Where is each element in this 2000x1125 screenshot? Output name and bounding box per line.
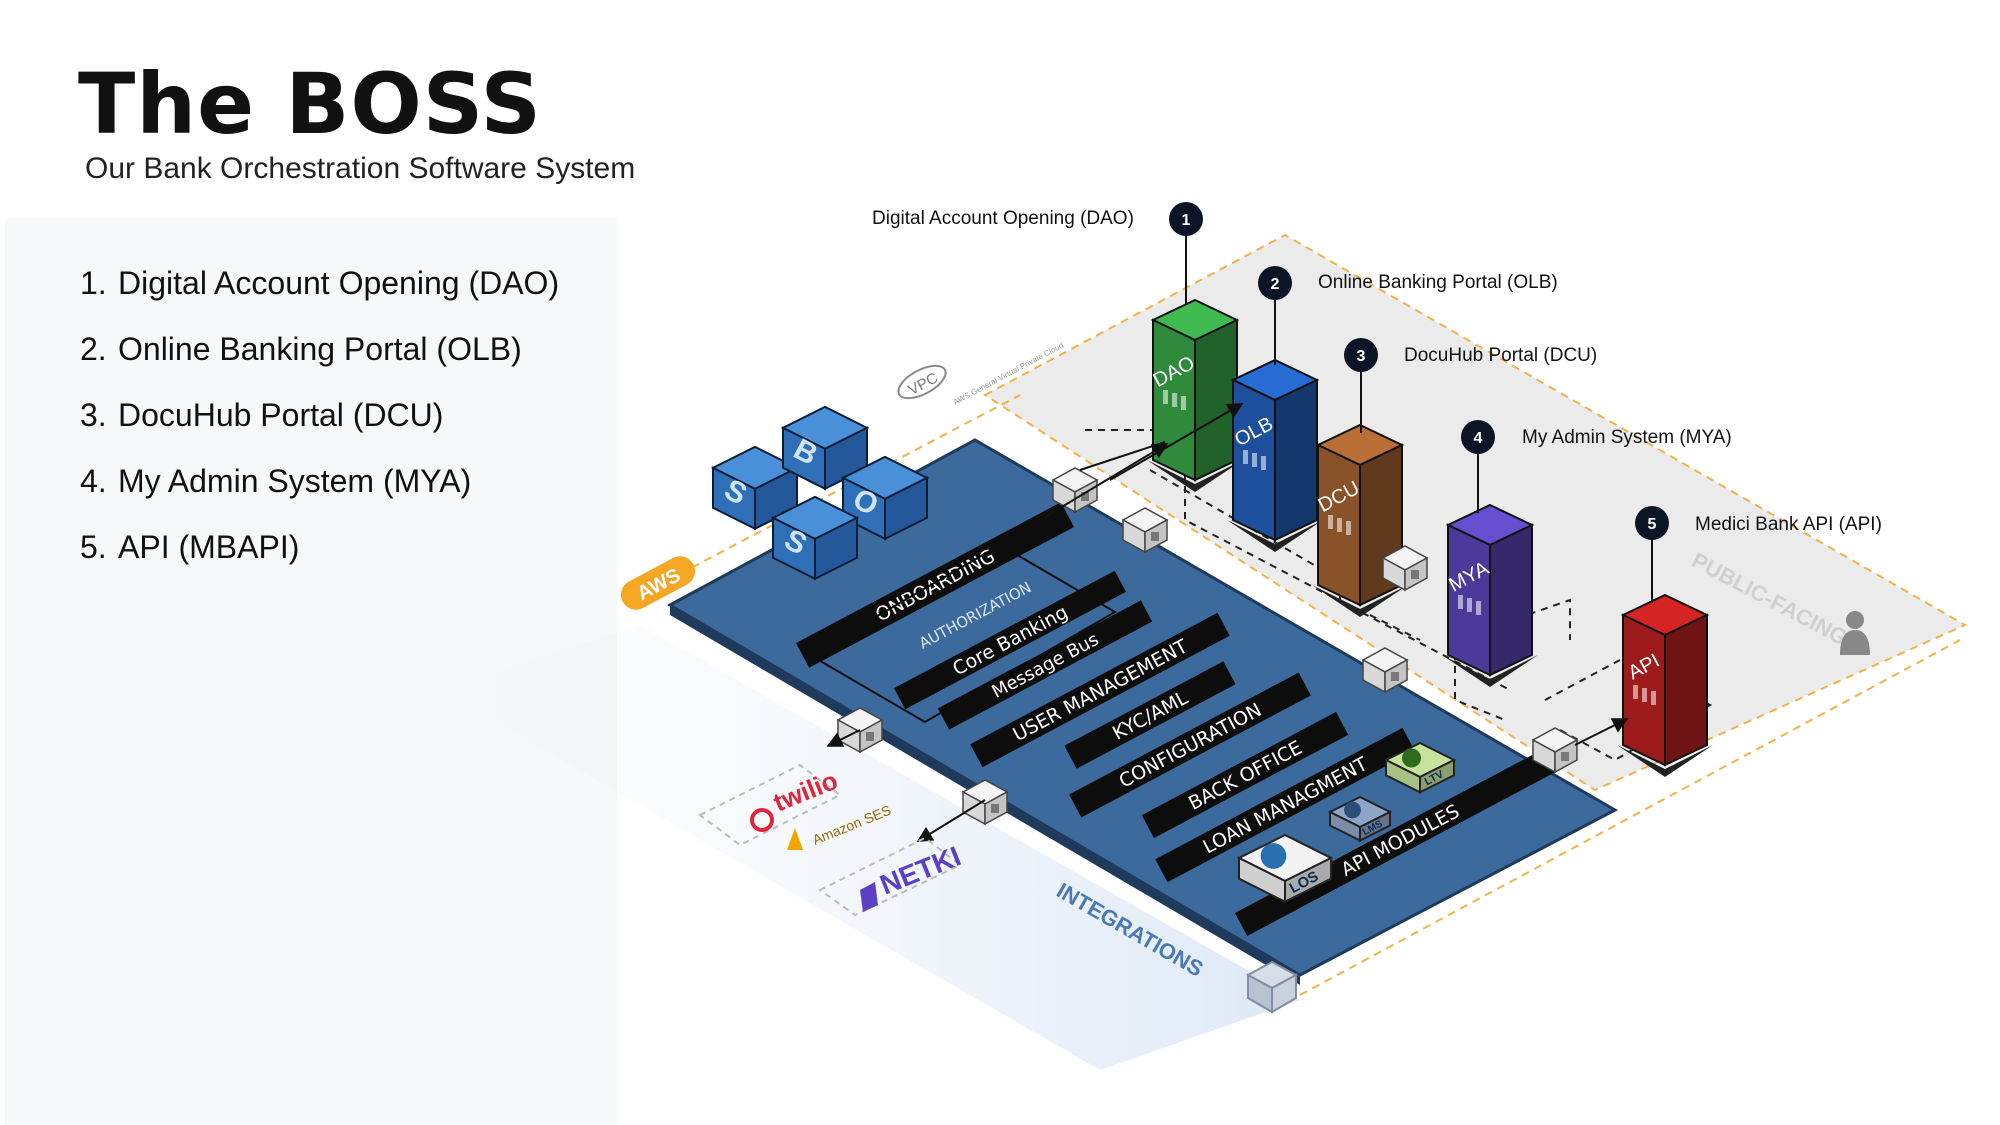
list-item: 1.Digital Account Opening (DAO) [80, 265, 560, 301]
callout-label-mya: My Admin System (MYA) [1522, 427, 1732, 448]
server-api: API [1617, 593, 1713, 777]
lock-gateway-icon [1361, 647, 1409, 694]
number-badge [1461, 420, 1495, 454]
integration-arrows [826, 403, 1629, 843]
lock-gateway-icon [1121, 507, 1169, 554]
core-cube: S [710, 445, 800, 531]
twilio-icon [750, 808, 774, 832]
number-badge [1169, 202, 1203, 236]
hex-cube-icon [1245, 960, 1299, 1014]
list-item: 5.API (MBAPI) [80, 529, 300, 565]
number-badge [1258, 266, 1292, 300]
system-list: 1.Digital Account Opening (DAO) 2.Online… [80, 262, 600, 592]
amazon-ses-icon [787, 828, 803, 850]
server-dcu: DCU [1312, 423, 1408, 617]
number-badge-label: 4 [1474, 430, 1483, 447]
lock-gateway-icon [1381, 545, 1429, 592]
aws-boundary [629, 394, 1021, 601]
module-icon [1344, 801, 1361, 819]
module-los: LOS [1236, 833, 1334, 904]
netki-icon [860, 882, 878, 912]
core-cube: B [780, 405, 870, 491]
module-icon [1401, 748, 1422, 768]
server-olb: OLB [1227, 358, 1323, 552]
core-cube: S [770, 495, 860, 581]
number-badge [1344, 338, 1378, 372]
server-mya: MYA [1442, 503, 1538, 687]
list-item: 4.My Admin System (MYA) [80, 463, 472, 499]
list-item: 2.Online Banking Portal (OLB) [80, 331, 522, 367]
integrations-zone [440, 625, 1300, 1070]
page-title: The BOSS [78, 55, 542, 153]
number-badge-label: 3 [1357, 348, 1366, 365]
list-item: 3.DocuHub Portal (DCU) [80, 397, 444, 433]
callout-marks: 1 2 3 4 5 [1169, 202, 1669, 603]
callout-label-dao: Digital Account Opening (DAO) [872, 208, 1134, 229]
core-cube: O [840, 455, 930, 541]
callout-label-api: Medici Bank API (API) [1695, 514, 1882, 535]
number-badge-label: 1 [1182, 212, 1191, 229]
module-icon [1260, 843, 1287, 869]
callout-label-olb: Online Banking Portal (OLB) [1318, 272, 1558, 293]
number-badge [1635, 506, 1669, 540]
page-subtitle: Our Bank Orchestration Software System [85, 152, 636, 185]
callout-label-dcu: DocuHub Portal (DCU) [1404, 345, 1598, 366]
module-ltv: LTV [1383, 741, 1457, 794]
lock-gateway-icon [961, 779, 1009, 826]
server-dao: DAO [1147, 298, 1243, 492]
number-badge-label: 5 [1648, 516, 1657, 533]
number-badge-label: 2 [1271, 276, 1280, 293]
user-person-icon [1840, 611, 1870, 655]
lock-gateway-icon [1531, 727, 1579, 774]
module-lms: LMS [1327, 795, 1393, 843]
